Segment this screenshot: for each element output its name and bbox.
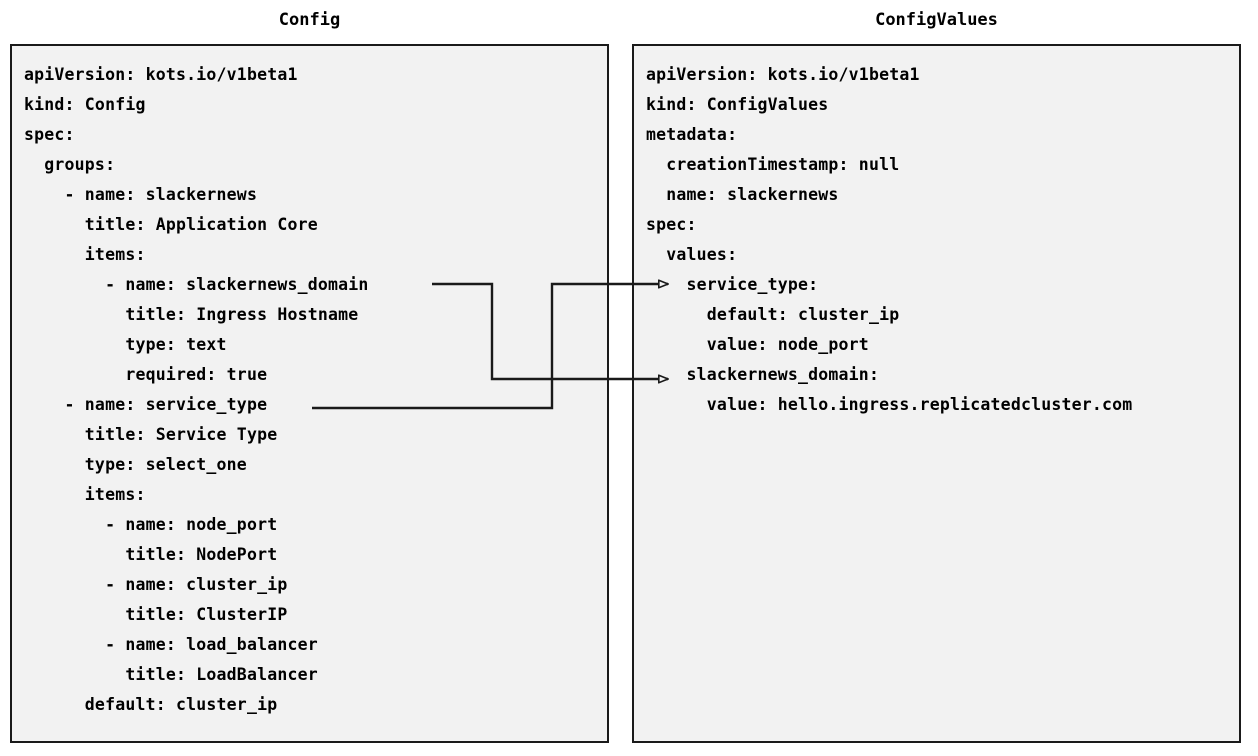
config-line-1: kind: Config xyxy=(24,95,146,114)
config-line-11: - name: service_type xyxy=(24,395,268,414)
config-line-20: title: LoadBalancer xyxy=(24,665,318,684)
configvalues-yaml-panel: apiVersion: kots.io/v1beta1 kind: ConfigV… xyxy=(632,44,1241,743)
configvalues-line-4: name: slackernews xyxy=(646,185,839,204)
config-line-2: spec: xyxy=(24,125,75,144)
config-line-18: title: ClusterIP xyxy=(24,605,288,624)
config-line-13: type: select_one xyxy=(24,455,247,474)
configvalues-line-5: spec: xyxy=(646,215,697,234)
config-line-16: title: NodePort xyxy=(24,545,278,564)
configvalues-line-6: values: xyxy=(646,245,738,264)
config-line-0: apiVersion: kots.io/v1beta1 xyxy=(24,65,298,84)
left-panel-title: Config xyxy=(278,10,341,30)
configvalues-line-8: default: cluster_ip xyxy=(646,305,900,324)
config-line-8: title: Ingress Hostname xyxy=(24,305,359,324)
config-line-17: - name: cluster_ip xyxy=(24,575,288,594)
right-panel-title: ConfigValues xyxy=(875,10,998,30)
config-line-15: - name: node_port xyxy=(24,515,278,534)
config-line-3: groups: xyxy=(24,155,116,174)
configvalues-line-0: apiVersion: kots.io/v1beta1 xyxy=(646,65,920,84)
configvalues-line-3: creationTimestamp: null xyxy=(646,155,900,174)
configvalues-line-2: metadata: xyxy=(646,125,738,144)
config-yaml-panel: apiVersion: kots.io/v1beta1 kind: Config s… xyxy=(10,44,609,743)
config-line-19: - name: load_balancer xyxy=(24,635,318,654)
config-line-14: items: xyxy=(24,485,146,504)
configvalues-line-9: value: node_port xyxy=(646,335,869,354)
config-line-4: - name: slackernews xyxy=(24,185,258,204)
configvalues-line-1: kind: ConfigValues xyxy=(646,95,829,114)
configvalues-line-10: slackernews_domain: xyxy=(646,365,880,384)
config-yaml-code: apiVersion: kots.io/v1beta1 kind: Config s… xyxy=(12,46,607,741)
config-line-10: required: true xyxy=(24,365,268,384)
configvalues-yaml-code: apiVersion: kots.io/v1beta1 kind: ConfigV… xyxy=(634,46,1239,741)
config-line-9: type: text xyxy=(24,335,227,354)
config-line-12: title: Service Type xyxy=(24,425,278,444)
configvalues-line-7: service_type: xyxy=(646,275,819,294)
config-line-5: title: Application Core xyxy=(24,215,318,234)
config-line-21: default: cluster_ip xyxy=(24,695,278,714)
configvalues-line-11: value: hello.ingress.replicatedcluster.c… xyxy=(646,395,1133,414)
config-line-7: - name: slackernews_domain xyxy=(24,275,369,294)
config-line-6: items: xyxy=(24,245,146,264)
